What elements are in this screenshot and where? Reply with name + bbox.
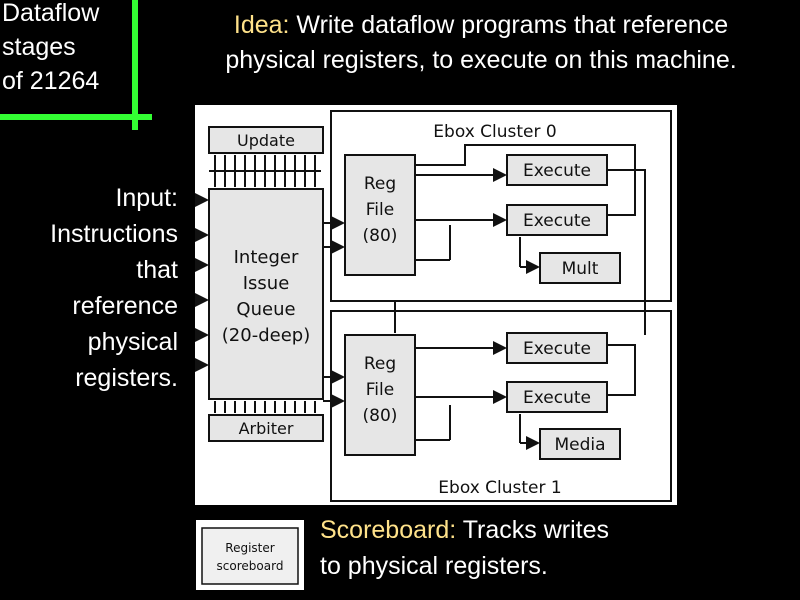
- update-arrows: [209, 155, 321, 187]
- title-divider-vertical: [132, 0, 138, 130]
- scoreboard-line-2: to physical registers.: [320, 552, 548, 580]
- idea-line-1: Idea: Write dataflow programs that refer…: [166, 8, 796, 43]
- scoreboard-image-line: scoreboard: [217, 559, 284, 573]
- execute-label: Execute: [523, 388, 591, 408]
- update-label: Update: [237, 131, 295, 150]
- input-line: physical: [87, 328, 178, 356]
- regfile-label-line: Reg: [364, 174, 396, 194]
- execute-label: Execute: [523, 161, 591, 181]
- arbiter-box: [208, 414, 324, 442]
- input-line: Instructions: [50, 220, 178, 248]
- queue-to-regfile-arrows: [323, 216, 345, 408]
- scoreboard-note: Scoreboard: Tracks writes to physical re…: [320, 512, 680, 584]
- queue-label-line: Issue: [243, 273, 290, 294]
- input-line: that: [136, 256, 178, 284]
- mult-label: Mult: [562, 259, 599, 279]
- input-line: Input:: [115, 184, 178, 212]
- scoreboard-line-1-text: Tracks writes: [456, 516, 609, 544]
- idea-keyword: Idea:: [233, 11, 290, 39]
- idea-line-2: physical registers, to execute on this m…: [225, 46, 737, 74]
- title-line: Dataflow: [2, 0, 100, 27]
- arbiter-arrows: [214, 401, 316, 413]
- execute-unit: [506, 332, 608, 364]
- idea-text: Idea: Write dataflow programs that refer…: [166, 8, 796, 78]
- slide-title: Dataflow stages of 21264: [2, 0, 132, 98]
- idea-line-1-text: Write dataflow programs that reference: [289, 11, 729, 39]
- title-line: stages: [2, 33, 76, 61]
- integer-issue-queue-box: [208, 188, 324, 400]
- execute-unit: [506, 204, 608, 236]
- regfile-label-line: File: [366, 200, 394, 220]
- reg-file-cluster-0: [344, 154, 416, 276]
- regfile-label-line: File: [366, 380, 394, 400]
- execute-unit: [506, 154, 608, 186]
- reg-file-cluster-1: [344, 334, 416, 456]
- execute-label: Execute: [523, 339, 591, 359]
- queue-input-arrows: [195, 193, 209, 372]
- execute-label: Execute: [523, 211, 591, 231]
- register-scoreboard-image: Register scoreboard: [196, 520, 304, 590]
- ebox-cluster-1-label: Ebox Cluster 1: [438, 478, 561, 498]
- mult-unit: [539, 252, 621, 284]
- title-line: of 21264: [2, 67, 100, 95]
- input-note: Input: Instructions that reference physi…: [10, 180, 178, 396]
- scoreboard-image-line: Register: [225, 541, 274, 555]
- scoreboard-box: [201, 527, 299, 585]
- ebox-cluster-0-label: Ebox Cluster 0: [433, 122, 556, 142]
- update-box: [208, 126, 324, 154]
- queue-label-line: Integer: [234, 247, 299, 268]
- title-divider-horizontal: [0, 114, 152, 120]
- scoreboard-keyword: Scoreboard:: [320, 516, 457, 544]
- cluster-1-wires: [394, 301, 636, 450]
- execute-unit: [506, 381, 608, 413]
- scoreboard-line-1: Scoreboard: Tracks writes: [320, 512, 680, 548]
- media-label: Media: [554, 435, 605, 455]
- media-unit: [539, 428, 621, 460]
- regfile-label-line: (80): [363, 226, 398, 246]
- arbiter-label: Arbiter: [239, 419, 294, 438]
- queue-label-line: (20-deep): [222, 325, 310, 346]
- pipeline-diagram: Ebox Cluster 0 Ebox Cluster 1 Update Int…: [195, 105, 677, 505]
- input-line: reference: [72, 292, 178, 320]
- input-line: registers.: [75, 364, 178, 392]
- regfile-label-line: Reg: [364, 354, 396, 374]
- queue-label-line: Queue: [236, 299, 295, 320]
- regfile-label-line: (80): [363, 406, 398, 426]
- ebox-cluster-0-box: [330, 110, 672, 302]
- cluster-0-wires: [415, 144, 646, 335]
